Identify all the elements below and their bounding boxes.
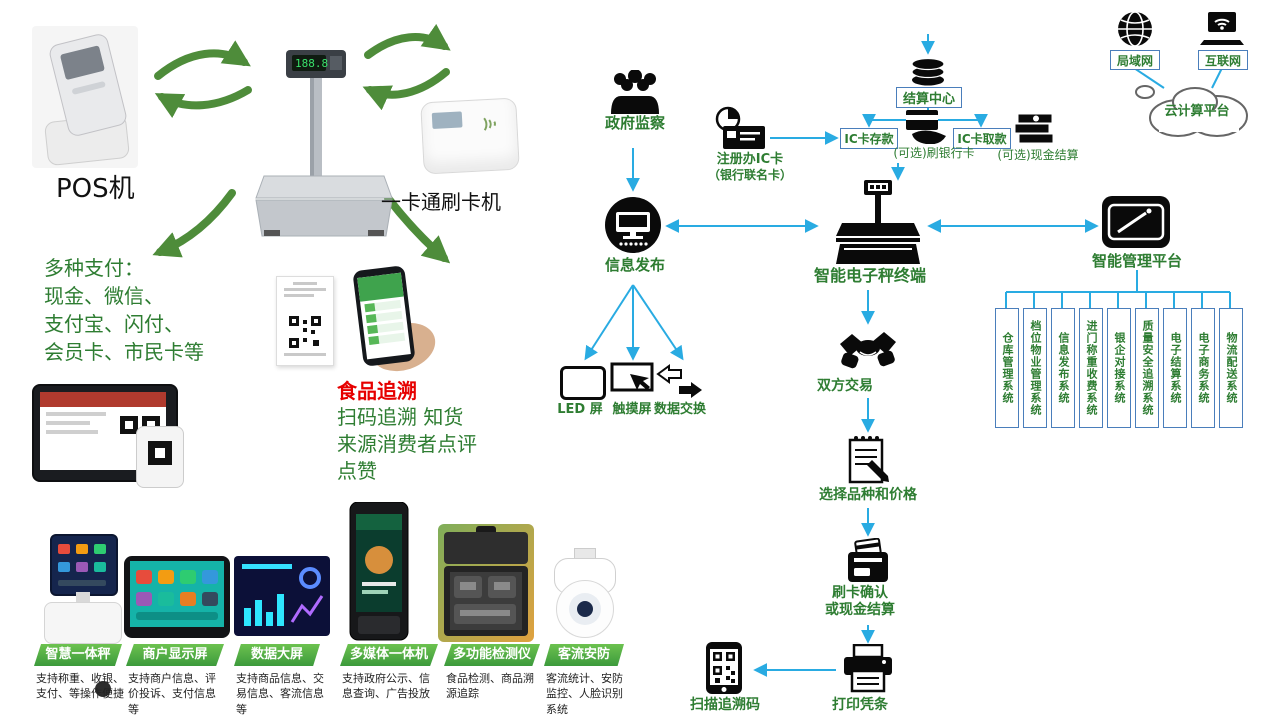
system-e-commerce: 电子商务系统	[1191, 308, 1215, 428]
svg-text:188.8: 188.8	[295, 57, 328, 70]
led-screen-icon	[560, 366, 606, 400]
card-reader-body	[420, 97, 520, 175]
food-trace-title: 食品追溯	[337, 379, 417, 403]
cash-settle-label: (可选)现金结算	[997, 148, 1079, 162]
product-label-security: 客流安防	[544, 644, 624, 666]
camera-lens	[577, 601, 593, 617]
system-logistics: 物流配送系统	[1219, 308, 1243, 428]
settlement-coins-icon	[910, 56, 946, 90]
government-label: 政府监察	[604, 114, 665, 132]
media-kiosk-image	[349, 502, 409, 641]
mgmt-platform-label: 智能管理平台	[1091, 252, 1182, 270]
data-screen-image	[234, 556, 330, 636]
cash-settle-icon	[1012, 112, 1058, 150]
scale-terminal-label: 智能电子秤终端	[813, 266, 926, 285]
select-price-label: 选择品种和价格	[819, 487, 917, 503]
cloud-label: 云计算平台	[1164, 104, 1230, 119]
system-stall-property: 档位物业管理系统	[1023, 308, 1047, 428]
info-publish-label: 信息发布	[604, 256, 665, 274]
product-desc-data-screen: 支持商品信息、交易信息、客流信息等	[236, 672, 324, 716]
receipt-image	[276, 276, 334, 366]
card-confirm-label: 刷卡确认 或现金结算	[825, 585, 895, 618]
merchant-display-image	[124, 556, 230, 638]
tablet-image	[32, 384, 186, 488]
cloud-icon	[1133, 78, 1261, 148]
touch-screen-icon	[610, 362, 654, 404]
system-e-settlement: 电子结算系统	[1163, 308, 1187, 428]
payment-methods-text: 多种支付： 现金、微信、 支付宝、闪付、 会员卡、市民卡等	[44, 256, 204, 364]
info-publish-icon	[604, 196, 662, 258]
system-info-publish: 信息发布系统	[1051, 308, 1075, 428]
card-reader-label: 一卡通刷卡机	[381, 190, 501, 214]
system-quality-trace: 质量安全追溯系统	[1135, 308, 1159, 428]
exchange-label: 数据交换	[653, 402, 706, 417]
data-exchange-icon	[656, 364, 704, 404]
product-desc-security: 客流统计、安防监控、人脸识别系统	[546, 672, 623, 716]
pos-label: POS机	[56, 174, 135, 204]
register-ic-label-2: （银行联名卡）	[707, 168, 792, 182]
product-label-data-screen: 数据大屏	[234, 644, 320, 666]
phone-food-app-image	[336, 265, 442, 380]
tablet-phone	[136, 426, 184, 488]
trade-handshake-icon	[840, 326, 896, 378]
pos-screen	[59, 45, 105, 81]
scale-terminal-icon	[824, 180, 924, 270]
touch-label: 触摸屏	[612, 402, 652, 417]
system-bank-link: 银企对接系统	[1107, 308, 1131, 428]
select-price-icon	[844, 434, 892, 488]
scan-trace-label: 扫描追溯码	[690, 697, 760, 713]
smart-scale-image	[44, 534, 122, 697]
print-label: 打印凭条	[832, 697, 888, 713]
swipe-bank-label: (可选)刷银行卡	[893, 146, 975, 160]
product-desc-media-kiosk: 支持政府公示、信息查询、广告投放	[342, 672, 430, 701]
government-crowd-icon	[607, 69, 663, 118]
led-label: LED 屏	[557, 402, 603, 417]
product-desc-merchant-display: 支持商户信息、评价投诉、支付信息等	[128, 672, 216, 716]
system-warehouse: 仓库管理系统	[995, 308, 1019, 428]
phone-screen	[357, 272, 411, 360]
ic-withdraw-box: IC卡取款	[953, 128, 1011, 149]
product-desc-detector: 食品检测、商品溯源追踪	[446, 672, 534, 701]
product-label-smart-scale: 智慧一体秤	[34, 644, 122, 666]
phone	[352, 265, 416, 367]
smart-scale-screen	[50, 534, 118, 596]
mgmt-platform-icon	[1102, 196, 1170, 252]
lan-globe-icon	[1116, 10, 1154, 52]
lan-label: 局域网	[1110, 50, 1160, 70]
system-entry-weighing: 进门称重收费系统	[1079, 308, 1103, 428]
settlement-center-box: 结算中心	[896, 87, 962, 108]
register-ic-card-icon	[713, 106, 767, 154]
receipt-qr-code	[288, 315, 322, 349]
detector-case-image	[438, 524, 534, 642]
product-label-media-kiosk: 多媒体一体机	[340, 644, 438, 666]
register-ic-label-1: 注册办IC卡	[716, 152, 784, 167]
food-trace-text: 扫码追溯 知货 来源消费者点评 点赞	[337, 405, 477, 483]
printer-icon	[840, 643, 896, 698]
product-label-detector: 多功能检测仪	[444, 644, 540, 666]
swipe-bank-card-icon	[900, 108, 950, 148]
scan-trace-icon	[700, 642, 748, 698]
internet-laptop-icon	[1198, 10, 1246, 52]
internet-label: 互联网	[1198, 50, 1248, 70]
card-reader-screen	[431, 111, 463, 129]
scale-image: 188.8	[255, 50, 393, 237]
camera-dome	[556, 580, 614, 638]
product-desc-smart-scale: 支持称重、收银、支付、等操作便捷	[36, 672, 124, 701]
card-confirm-icon	[844, 537, 892, 588]
contactless-icon	[483, 117, 496, 131]
trade-label: 双方交易	[817, 378, 873, 394]
pos-card-slot	[71, 80, 106, 95]
ic-deposit-box: IC卡存款	[840, 128, 898, 149]
pos-machine-image	[32, 26, 138, 168]
product-label-merchant-display: 商户显示屏	[126, 644, 224, 666]
card-reader-image	[420, 94, 520, 176]
